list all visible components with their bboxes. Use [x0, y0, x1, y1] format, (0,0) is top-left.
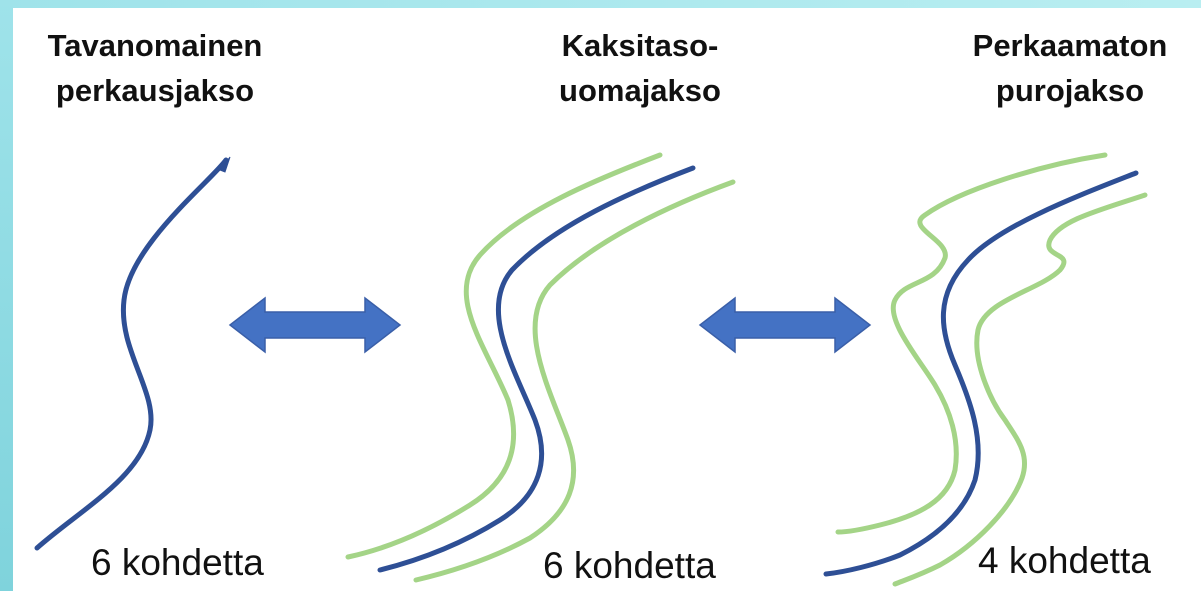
- count-natural: 4 kohdetta: [978, 540, 1151, 581]
- column-title-two-stage: Kaksitaso- uomajakso: [520, 23, 760, 113]
- title-regular-line1: Tavanomainen: [47, 28, 263, 63]
- title-two-stage-line2: uomajakso: [559, 73, 721, 108]
- bank-line-lower-two-stage: [413, 179, 736, 583]
- channel-line-two-stage: [377, 165, 696, 573]
- bank-line-upper-natural: [835, 152, 1108, 535]
- slide-panel: [13, 8, 1201, 591]
- count-two-stage: 6 kohdetta: [543, 545, 716, 586]
- title-two-stage-line1: Kaksitaso-: [561, 28, 719, 63]
- slide-frame-top: [0, 0, 1201, 8]
- count-regular: 6 kohdetta: [91, 542, 264, 583]
- channel-line-natural: [823, 170, 1139, 577]
- title-natural-line1: Perkaamaton: [972, 28, 1168, 63]
- title-natural-line2: purojakso: [995, 73, 1145, 108]
- slide-frame-left: [0, 0, 13, 591]
- channel-tip-regular: [219, 156, 231, 173]
- double-arrow-2: [698, 296, 872, 354]
- channel-line-regular: [34, 157, 229, 551]
- column-title-regular: Tavanomainen perkausjakso: [35, 23, 275, 113]
- double-arrow-1: [228, 296, 402, 354]
- column-title-natural: Perkaamaton purojakso: [950, 23, 1190, 113]
- bank-line-lower-natural: [892, 192, 1148, 587]
- bank-line-upper-two-stage: [345, 152, 663, 560]
- title-regular-line2: perkausjakso: [55, 73, 255, 108]
